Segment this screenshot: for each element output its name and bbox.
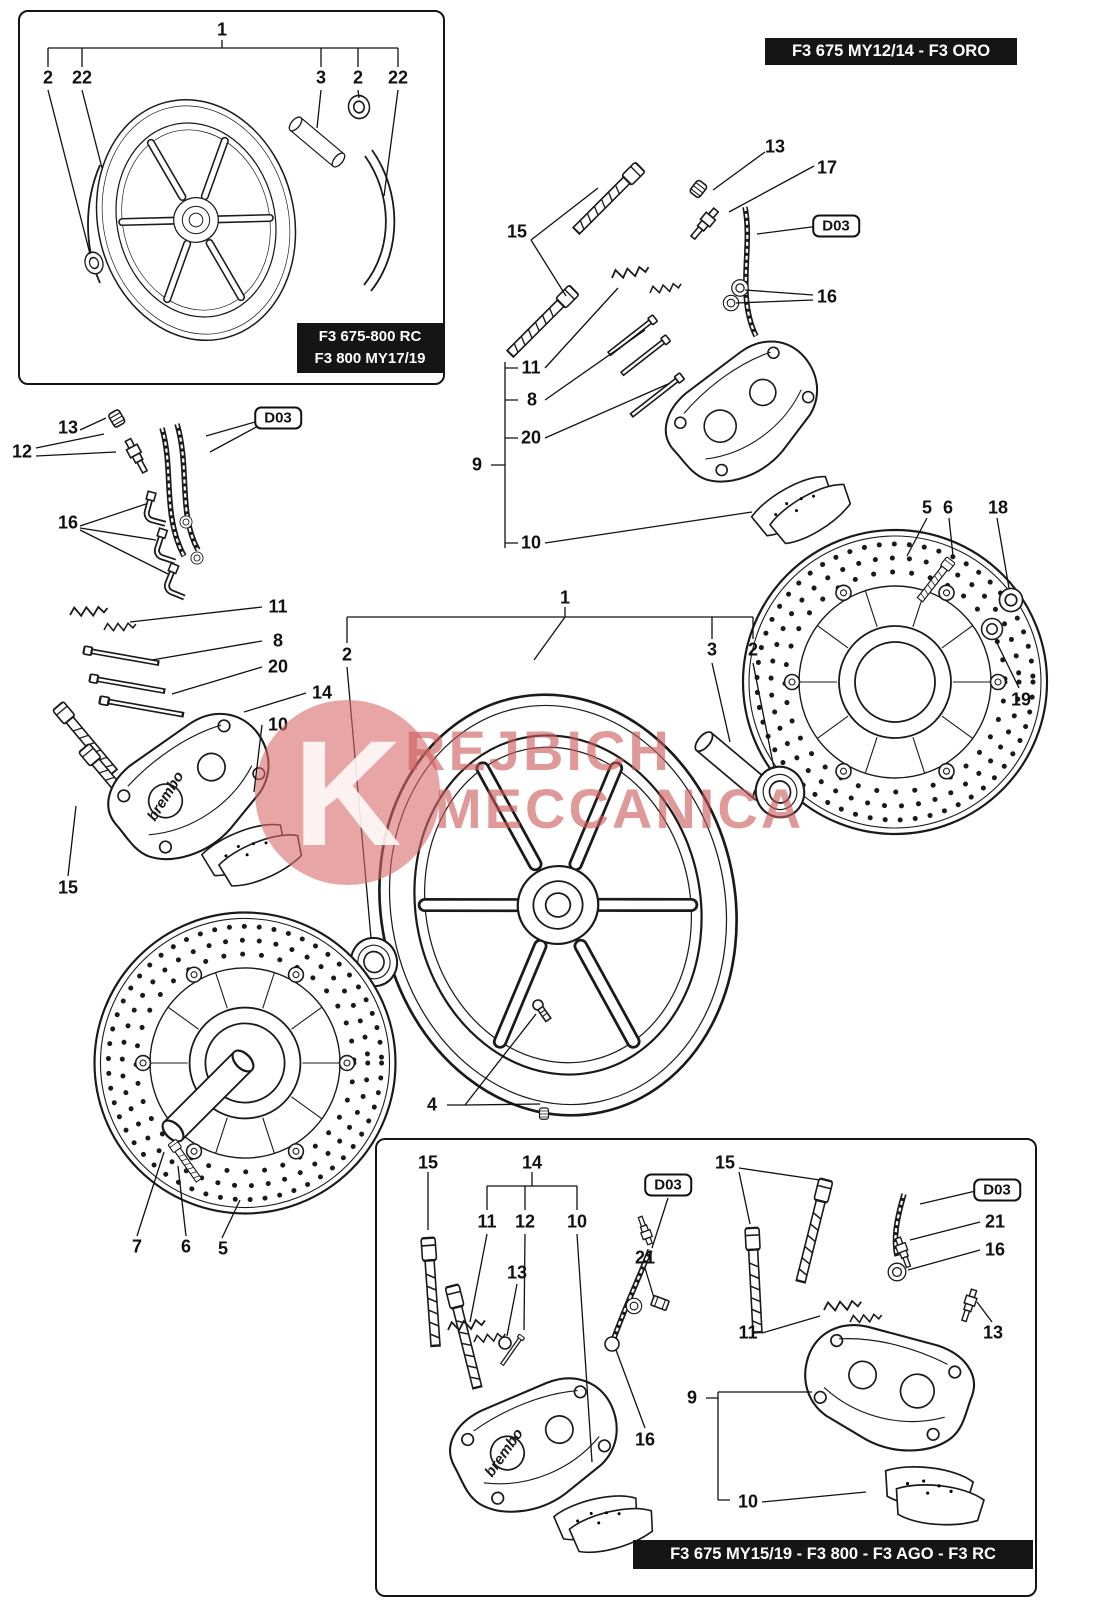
front-brake-disc-right: [743, 517, 1047, 834]
variant-caliper-assembly-left: brembo: [419, 1172, 671, 1562]
front-caliper-assembly-left: brembo: [51, 603, 309, 898]
inset-badge-line2: F3 800 MY17/19: [314, 350, 426, 367]
model-badge-top-right: F3 675 MY12/14 - F3 ORO: [765, 38, 1017, 65]
model-badge-inset: F3 675-800 RC F3 800 MY17/19: [297, 323, 443, 373]
inset-front-wheel: [47, 40, 399, 362]
front-brake-disc-left: [95, 913, 396, 1239]
model-badge-bottom: F3 675 MY15/19 - F3 800 - F3 AGO - F3 RC: [633, 1540, 1033, 1569]
front-caliper-assembly-right: [491, 151, 859, 558]
bottom-variant-frame: [375, 1138, 1037, 1597]
variant-caliper-assembly-right: [706, 1167, 993, 1530]
front-wheel: [341, 607, 810, 1149]
model-badge-bottom-text: F3 675 MY15/19 - F3 800 - F3 AGO - F3 RC: [670, 1544, 996, 1563]
inset-badge-line1: F3 675-800 RC: [318, 328, 422, 346]
inset-wheel-frame: [18, 10, 445, 385]
brake-line-assembly-left: [35, 408, 263, 597]
model-badge-top-right-text: F3 675 MY12/14 - F3 ORO: [791, 41, 991, 60]
